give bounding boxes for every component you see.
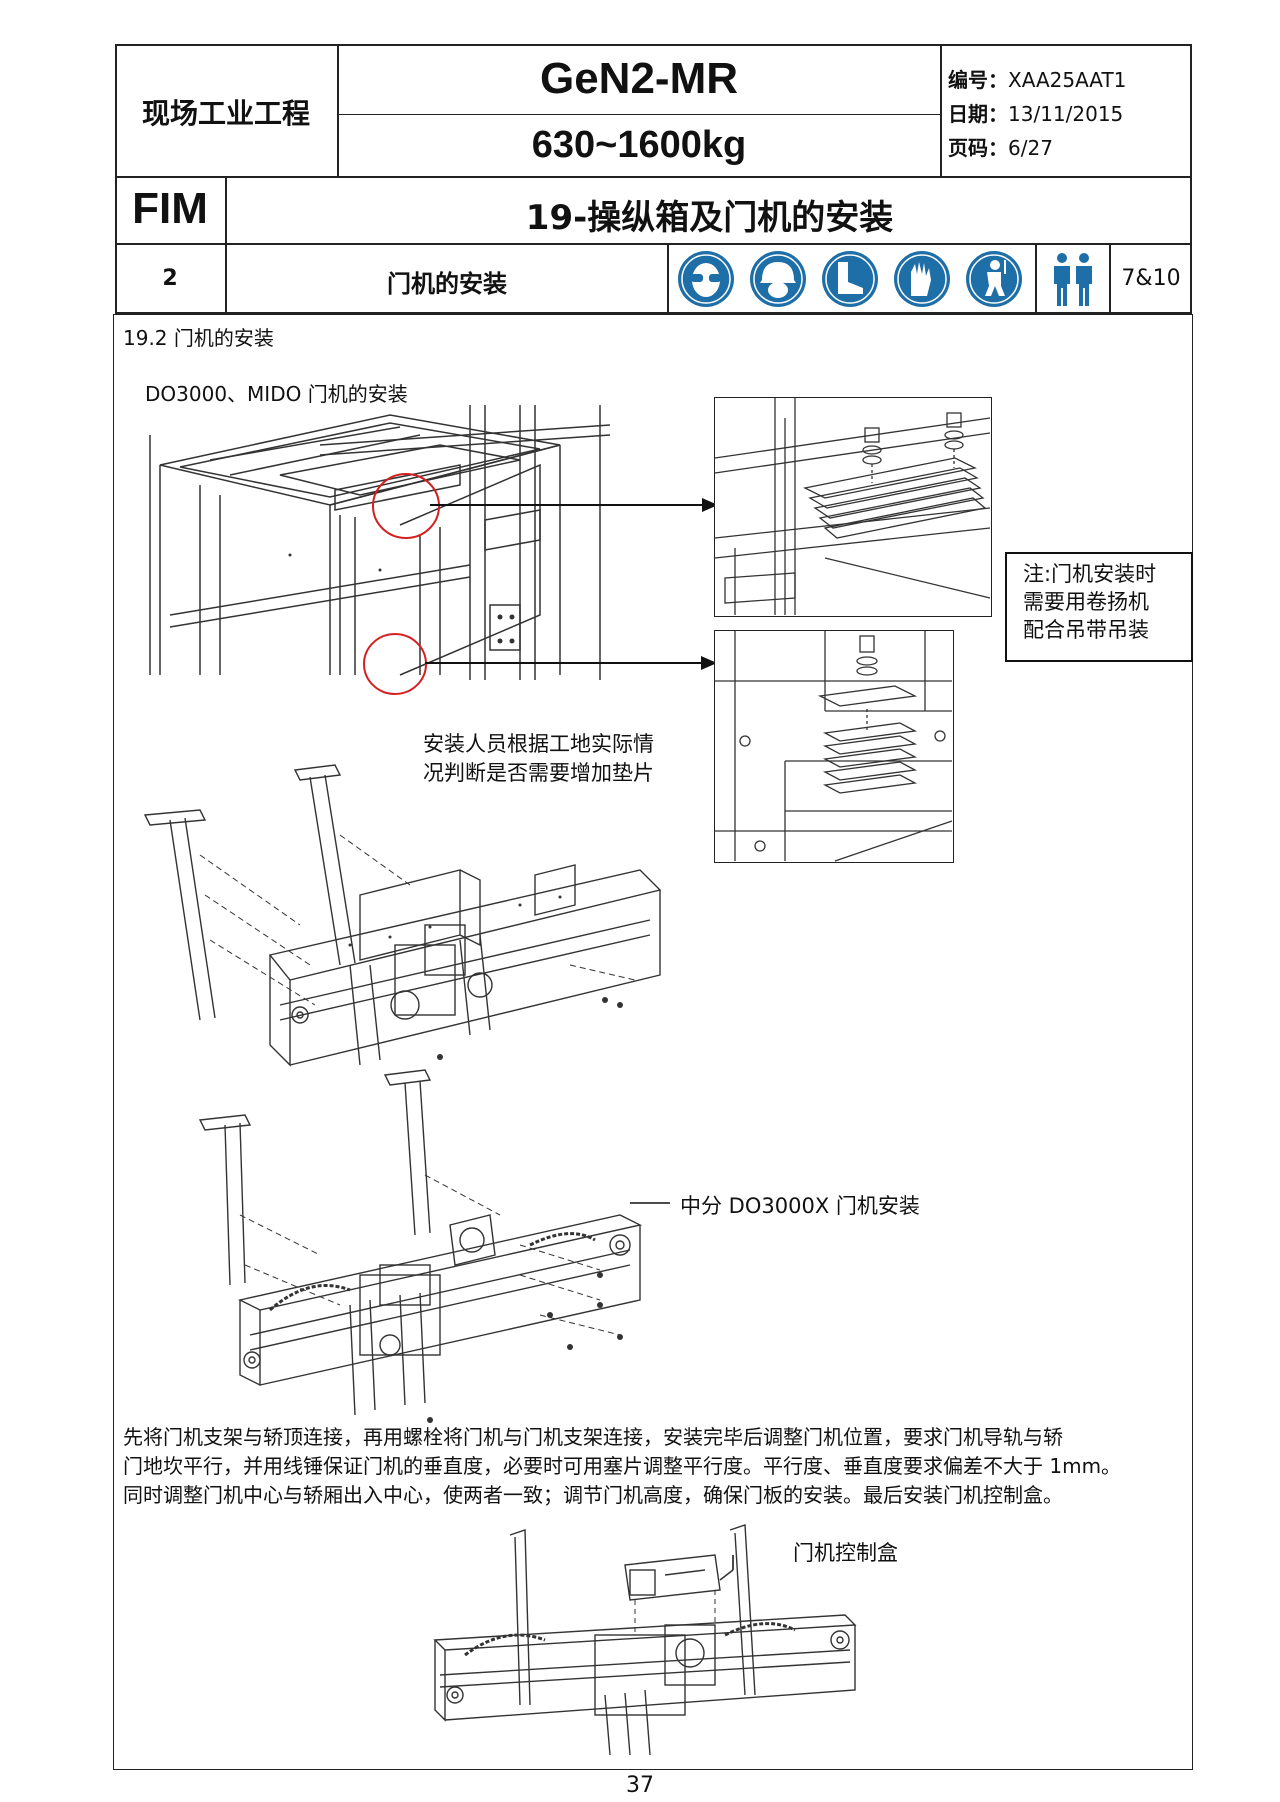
shim-detail-bottom-illustration: [715, 631, 953, 862]
instruction-line: 先将门机支架与轿顶连接，再用螺栓将门机与门机支架连接，安装完毕后调整门机位置，要…: [123, 1425, 1063, 1449]
shim-caption-line: 况判断是否需要增加垫片: [423, 761, 654, 785]
hoist-note-line: 注:门机安装时: [1023, 562, 1157, 586]
header-frame: [115, 44, 1192, 314]
divider: [225, 176, 227, 314]
section-number: 2: [162, 266, 178, 291]
instruction-paragraph: 先将门机支架与轿顶连接，再用螺栓将门机与门机支架连接，安装完毕后调整门机位置，要…: [123, 1423, 1121, 1510]
section-heading: 19.2 门机的安装: [123, 326, 274, 350]
highlight-circle-bottom: [363, 633, 427, 695]
page-label: 页码：: [948, 136, 1008, 160]
fim-label: FIM: [132, 184, 208, 233]
date-line: 日期：13/11/2015: [948, 98, 1123, 127]
page-number: 37: [626, 1773, 654, 1798]
content-frame: [113, 314, 1193, 1770]
do3000x-operator-illustration: [198, 1069, 670, 1423]
center-opening-label: 中分 DO3000X 门机安装: [680, 1194, 920, 1218]
goggles-icon: [678, 251, 734, 307]
hoist-note-line: 需要用卷扬机: [1023, 590, 1149, 614]
sub-heading: DO3000、MIDO 门机的安装: [145, 382, 408, 406]
hoist-note: 注:门机安装时 需要用卷扬机 配合吊带吊装: [1005, 552, 1193, 662]
hoist-note-line: 配合吊带吊装: [1023, 618, 1149, 642]
code-value: XAA25AAT1: [1008, 68, 1127, 92]
instruction-line: 同时调整门机中心与轿厢出入中心，使两者一致；调节门机高度，确保门板的安装。最后安…: [123, 1483, 1063, 1507]
control-box-label: 门机控制盒: [793, 1541, 898, 1565]
gloves-icon: [894, 251, 950, 307]
divider: [337, 44, 339, 177]
instruction-line: 门地坎平行，并用线锤保证门机的垂直度，必要时可用塞片调整平行度。平行度、垂直度要…: [123, 1454, 1122, 1478]
shim-caption-line: 安装人员根据工地实际情: [423, 732, 654, 756]
helmet-icon: [750, 251, 806, 307]
safety-boots-icon: [822, 251, 878, 307]
divider: [115, 243, 1192, 245]
chapter-title: 19-操纵箱及门机的安装: [525, 198, 894, 238]
divider: [940, 44, 942, 177]
divider: [667, 243, 669, 314]
shim-detail-top-illustration: [714, 398, 991, 615]
code-line: 编号：XAA25AAT1: [948, 64, 1126, 93]
divider: [1109, 243, 1111, 314]
company-name: 现场工业工程: [141, 97, 310, 130]
detail-view-top: [714, 397, 992, 617]
car-top-illustration: [149, 405, 611, 680]
harness-icon: [966, 251, 1022, 307]
pointer-arrow-top: [430, 498, 718, 512]
section-subtitle: 门机的安装: [387, 270, 507, 298]
capacity: 630~1600kg: [531, 124, 747, 166]
divider: [1035, 243, 1037, 314]
control-box-illustration: [433, 1524, 857, 1756]
date-value: 13/11/2015: [1008, 102, 1124, 126]
do3000-operator-illustration: [143, 764, 662, 1067]
divider: [115, 176, 1192, 178]
workers-value: 7&10: [1121, 266, 1181, 291]
page-line: 页码：6/27: [948, 132, 1053, 161]
pointer-arrow-bottom: [425, 656, 717, 670]
shim-caption: 安装人员根据工地实际情 况判断是否需要增加垫片: [423, 730, 654, 788]
detail-view-bottom: [714, 630, 954, 863]
divider: [338, 114, 941, 115]
model-name: GeN2-MR: [539, 54, 739, 103]
page-value: 6/27: [1008, 136, 1053, 160]
code-label: 编号：: [948, 68, 1008, 92]
date-label: 日期：: [948, 102, 1008, 126]
two-workers-icon: [1054, 253, 1092, 306]
